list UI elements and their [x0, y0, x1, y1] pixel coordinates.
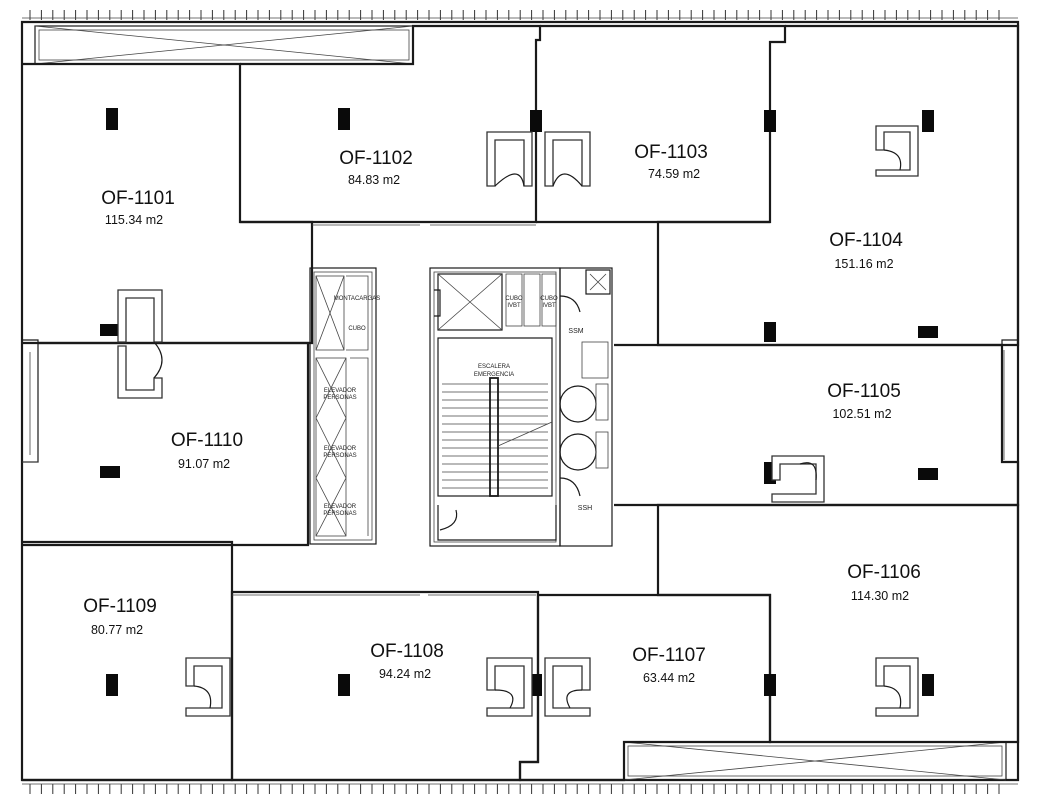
duct2-label-2: IVBT: [542, 303, 556, 309]
elevator-sub-3: PERSONAS: [323, 511, 356, 517]
office-area-of-1101: 115.34 m2: [105, 213, 163, 227]
office-name-of-1107: OF-1107: [632, 645, 706, 666]
office-area-of-1104: 151.16 m2: [834, 257, 893, 271]
office-area-of-1102: 84.83 m2: [348, 173, 400, 187]
office-name-of-1109: OF-1109: [83, 596, 157, 617]
window-lines: [29, 224, 1005, 596]
ssm-label: SSM: [568, 328, 583, 335]
elevator-sub-2: PERSONAS: [323, 453, 356, 459]
office-labels: OF-1101 115.34 m2 OF-1102 84.83 m2 OF-11…: [83, 142, 921, 685]
office-name-of-1102: OF-1102: [339, 148, 413, 169]
office-name-of-1110: OF-1110: [171, 430, 243, 451]
office-walls: [22, 24, 1020, 782]
duct1-label-2: IVBT: [507, 303, 521, 309]
stair-label-1: ESCALERA: [478, 364, 510, 370]
perimeter-ticks: [29, 10, 1000, 794]
elevator-sub-1: PERSONAS: [323, 395, 356, 401]
office-name-of-1106: OF-1106: [847, 562, 921, 583]
office-name-of-1108: OF-1108: [370, 641, 444, 662]
stair-steps: [442, 383, 548, 489]
duct1-label-1: CUBO: [505, 296, 523, 302]
office-area-of-1110: 91.07 m2: [178, 457, 230, 471]
office-name-of-1104: OF-1104: [829, 230, 903, 251]
office-kitchenettes: [117, 125, 919, 717]
top-balcony: [34, 25, 414, 65]
elevator-label-3: ELEVADOR: [324, 504, 357, 510]
office-area-of-1108: 94.24 m2: [379, 667, 431, 681]
office-name-of-1101: OF-1101: [101, 188, 175, 209]
outer-walls: [20, 17, 1020, 785]
office-area-of-1105: 102.51 m2: [832, 407, 891, 421]
office-name-of-1105: OF-1105: [827, 381, 901, 402]
office-area-of-1109: 80.77 m2: [91, 623, 143, 637]
elevator-label-1: ELEVADOR: [324, 388, 357, 394]
office-area-of-1106: 114.30 m2: [851, 589, 909, 603]
cargo-sub-label: CUBO: [348, 326, 366, 332]
office-area-of-1107: 63.44 m2: [643, 671, 695, 685]
stair-label-2: EMERGENCIA: [474, 372, 514, 378]
office-name-of-1103: OF-1103: [634, 142, 708, 163]
cargo-label: MONTACARGAS: [334, 296, 381, 302]
elevator-label-2: ELEVADOR: [324, 446, 357, 452]
ssh-label: SSH: [578, 505, 592, 512]
office-area-of-1103: 74.59 m2: [648, 167, 700, 181]
bottom-balcony: [623, 741, 1007, 781]
central-core: MONTACARGAS CUBO ELEVADOR PERSONAS ELEVA…: [309, 267, 613, 547]
structural-columns: [100, 108, 938, 696]
duct2-label-1: CUBO: [540, 296, 558, 302]
